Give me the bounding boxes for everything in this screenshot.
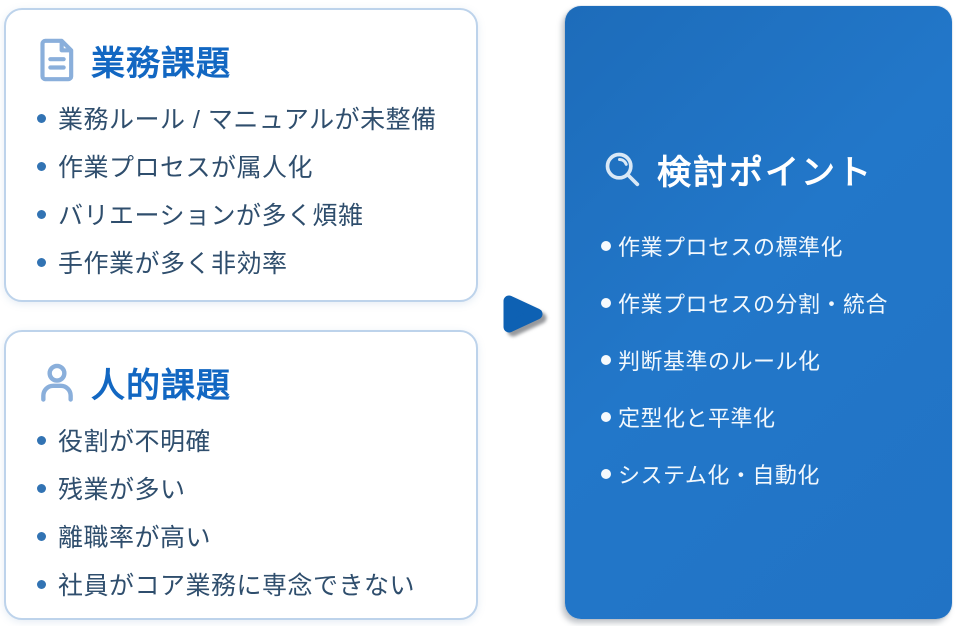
list-item-text: 社員がコア業務に専念できない — [58, 572, 416, 600]
list-item: 手作業が多く非効率 — [33, 238, 456, 286]
list-item-text: システム化・自動化 — [618, 462, 820, 488]
business-card-header: 業務課題 — [33, 36, 456, 84]
person-icon — [35, 358, 79, 406]
list-item: 作業プロセスの分割・統合 — [601, 274, 928, 331]
list-item: 定型化と平準化 — [601, 388, 928, 445]
points-list: 作業プロセスの標準化 作業プロセスの分割・統合 判断基準のルール化 定型化と平準… — [601, 217, 928, 502]
bullet-dot — [37, 579, 46, 589]
bullet-dot — [37, 161, 46, 171]
list-item: 離職率が高い — [33, 512, 456, 560]
list-item: 残業が多い — [33, 464, 456, 512]
bullet-dot — [601, 297, 611, 308]
document-icon — [35, 36, 79, 84]
business-card-title: 業務課題 — [91, 44, 231, 83]
list-item-text: 作業プロセスの標準化 — [618, 234, 844, 260]
panel-title: 検討ポイント — [657, 153, 873, 192]
bullet-dot — [601, 411, 611, 422]
bullet-dot — [37, 483, 46, 493]
business-challenges-card: 業務課題 業務ルール / マニュアルが未整備 作業プロセスが属人化 バリエーショ… — [4, 8, 478, 302]
list-item: 作業プロセスの標準化 — [601, 217, 928, 274]
list-item: 作業プロセスが属人化 — [33, 142, 456, 190]
list-item-text: 作業プロセスの分割・統合 — [618, 291, 889, 317]
list-item-text: 役割が不明確 — [58, 428, 212, 456]
bullet-dot — [37, 531, 46, 541]
bullet-dot — [37, 257, 46, 267]
list-item-text: 判断基準のルール化 — [618, 348, 821, 374]
human-list: 役割が不明確 残業が多い 離職率が高い 社員がコア業務に専念できない — [33, 416, 456, 608]
list-item: 役割が不明確 — [33, 416, 456, 464]
list-item-text: 業務ルール / マニュアルが未整備 — [58, 106, 437, 134]
list-item: 判断基準のルール化 — [601, 331, 928, 388]
list-item-text: 定型化と平準化 — [618, 405, 776, 431]
bullet-dot — [601, 468, 611, 479]
human-challenges-card: 人的課題 役割が不明確 残業が多い 離職率が高い 社員がコア業務に専念できない — [4, 330, 478, 620]
bullet-dot — [37, 435, 46, 445]
human-card-header: 人的課題 — [33, 358, 456, 406]
list-item-text: 残業が多い — [58, 476, 186, 504]
review-points-panel: 検討ポイント 作業プロセスの標準化 作業プロセスの分割・統合 判断基準のルール化… — [565, 6, 952, 619]
list-item: 社員がコア業務に専念できない — [33, 560, 456, 608]
list-item: バリエーションが多く煩雑 — [33, 190, 456, 238]
bullet-dot — [37, 209, 46, 219]
human-card-title: 人的課題 — [91, 366, 231, 405]
list-item-text: 離職率が高い — [58, 524, 212, 552]
bullet-dot — [37, 113, 46, 123]
panel-header: 検討ポイント — [601, 145, 928, 193]
arrow-right-icon — [497, 288, 549, 340]
list-item: 業務ルール / マニュアルが未整備 — [33, 94, 456, 142]
bullet-dot — [601, 354, 611, 365]
list-item: システム化・自動化 — [601, 445, 928, 502]
bullet-dot — [601, 240, 611, 251]
list-item-text: バリエーションが多く煩雑 — [58, 202, 364, 230]
list-item-text: 作業プロセスが属人化 — [58, 154, 314, 182]
business-list: 業務ルール / マニュアルが未整備 作業プロセスが属人化 バリエーションが多く煩… — [33, 94, 456, 286]
magnifier-icon — [601, 147, 643, 191]
list-item-text: 手作業が多く非効率 — [58, 250, 288, 278]
